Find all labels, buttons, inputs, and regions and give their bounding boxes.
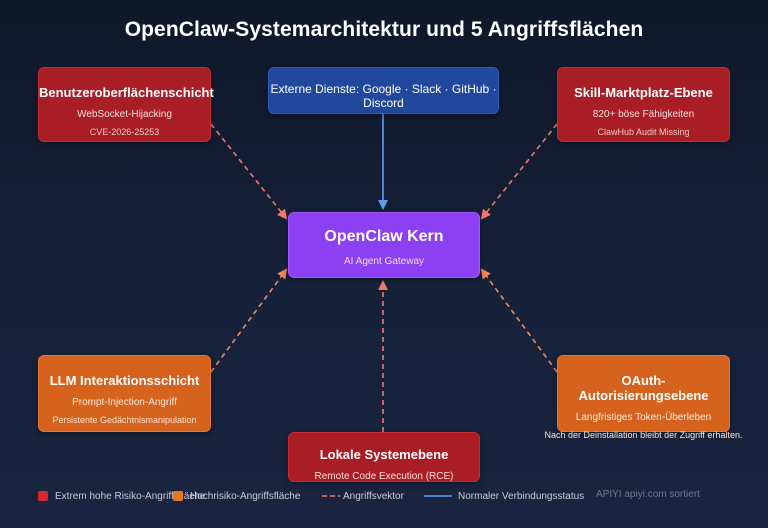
legend-attack: Angriffsvektor <box>343 489 404 503</box>
ui-layer-title: Benutzeroberflächenschicht <box>39 85 214 100</box>
legend-high-swatch <box>173 491 183 501</box>
skill-marketplace-node: Skill-Marktplatz-Ebene 820+ böse Fähigke… <box>557 67 730 142</box>
legend-extreme: Extrem hohe Risiko-Angriffsfläche <box>38 489 205 503</box>
core-title: OpenClaw Kern <box>324 228 444 245</box>
core-subtitle: AI Agent Gateway <box>343 256 425 267</box>
edge-oauth-core <box>480 268 558 373</box>
legend-extreme-label: Extrem hohe Risiko-Angriffsfläche <box>55 490 206 502</box>
legend-normal-label: Normaler Verbindungsstatus <box>458 490 585 502</box>
edge-skill-core <box>480 123 558 220</box>
llm-layer-detail: Persistente Gedächtnismanipulation <box>52 415 197 425</box>
ui-layer-detail: CVE-2026-25253 <box>89 127 160 137</box>
skill-marketplace-title: Skill-Marktplatz-Ebene <box>574 85 713 100</box>
legend-attack-label: Angriffsvektor <box>343 490 404 502</box>
diagram-title: OpenClaw-Systemarchitektur und 5 Angriff… <box>124 18 644 41</box>
external-services-node: Externe Dienste: Google · Slack · GitHub… <box>268 67 499 114</box>
core-node: OpenClaw Kern AI Agent Gateway <box>288 212 480 278</box>
legend-extreme-swatch <box>38 491 48 501</box>
local-system-title: Lokale Systemebene <box>319 447 449 462</box>
legend-normal: Normaler Verbindungsstatus <box>458 489 584 503</box>
llm-layer-node: LLM Interaktionsschicht Prompt-Injection… <box>38 355 211 432</box>
skill-marketplace-threat: 820+ böse Fähigkeiten <box>592 109 695 120</box>
external-services-label: Externe Dienste: Google · Slack · GitHub… <box>270 82 497 110</box>
edge-ui-core <box>210 123 288 220</box>
legend-high: Hochrisiko-Angriffsfläche <box>173 489 300 503</box>
oauth-layer-detail: Nach der Deinstallation bleibt der Zugri… <box>544 430 743 440</box>
local-system-threat: Remote Code Execution (RCE) <box>314 471 454 482</box>
oauth-layer-node: OAuth-Autorisierungsebene Langfristiges … <box>545 355 742 440</box>
skill-marketplace-detail: ClawHub Audit Missing <box>597 127 690 137</box>
llm-layer-threat: Prompt-Injection-Angriff <box>72 397 177 408</box>
watermark: APIYI apiyi.com sortiert <box>596 489 700 500</box>
local-system-node: Lokale Systemebene Remote Code Execution… <box>288 432 480 482</box>
edge-llm-core <box>210 268 288 373</box>
oauth-layer-title: OAuth-Autorisierungsebene <box>578 373 709 403</box>
llm-layer-title: LLM Interaktionsschicht <box>49 373 200 388</box>
ui-layer-node: Benutzeroberflächenschicht WebSocket-Hij… <box>38 67 214 142</box>
legend-high-label: Hochrisiko-Angriffsfläche <box>190 490 301 502</box>
ui-layer-threat: WebSocket-Hijacking <box>77 109 172 120</box>
oauth-layer-threat: Langfristiges Token-Überleben <box>575 412 712 423</box>
